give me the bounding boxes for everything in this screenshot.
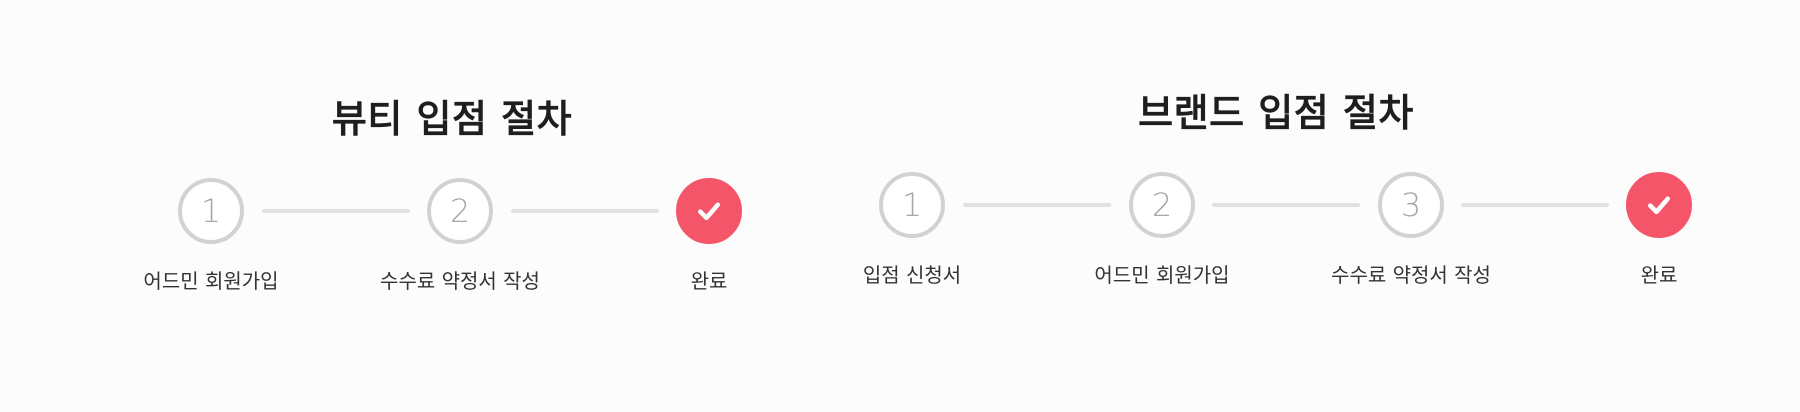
step-number: 1 [200, 192, 222, 230]
step-connector [262, 209, 410, 213]
brand-process-title: 브랜드 입점 절차 [1138, 91, 1414, 135]
brand-step-1-circle: 1 [879, 172, 945, 238]
step-connector [1212, 203, 1360, 207]
step-connector [511, 209, 659, 213]
step-number: 2 [1151, 186, 1173, 224]
brand-step-complete-circle [1626, 172, 1692, 238]
brand-step-1-label: 입점 신청서 [862, 263, 962, 287]
check-icon [698, 202, 720, 221]
step-number: 2 [449, 192, 471, 230]
brand-step-3-label: 수수료 약정서 작성 [1331, 263, 1491, 287]
beauty-step-1-label: 어드민 회원가입 [143, 269, 279, 293]
beauty-step-2-circle: 2 [427, 178, 493, 244]
beauty-process-title: 뷰티 입점 절차 [331, 97, 573, 141]
brand-step-complete-label: 완료 [1640, 263, 1678, 287]
beauty-step-1-circle: 1 [178, 178, 244, 244]
check-icon [1648, 196, 1670, 215]
beauty-step-2-label: 수수료 약정서 작성 [380, 269, 540, 293]
step-number: 3 [1400, 186, 1422, 224]
beauty-step-complete-label: 완료 [690, 269, 728, 293]
step-number: 1 [901, 186, 923, 224]
beauty-step-complete-circle [676, 178, 742, 244]
step-connector [1461, 203, 1609, 207]
step-connector [963, 203, 1111, 207]
brand-step-2-label: 어드민 회원가입 [1094, 263, 1230, 287]
brand-step-3-circle: 3 [1378, 172, 1444, 238]
brand-step-2-circle: 2 [1129, 172, 1195, 238]
